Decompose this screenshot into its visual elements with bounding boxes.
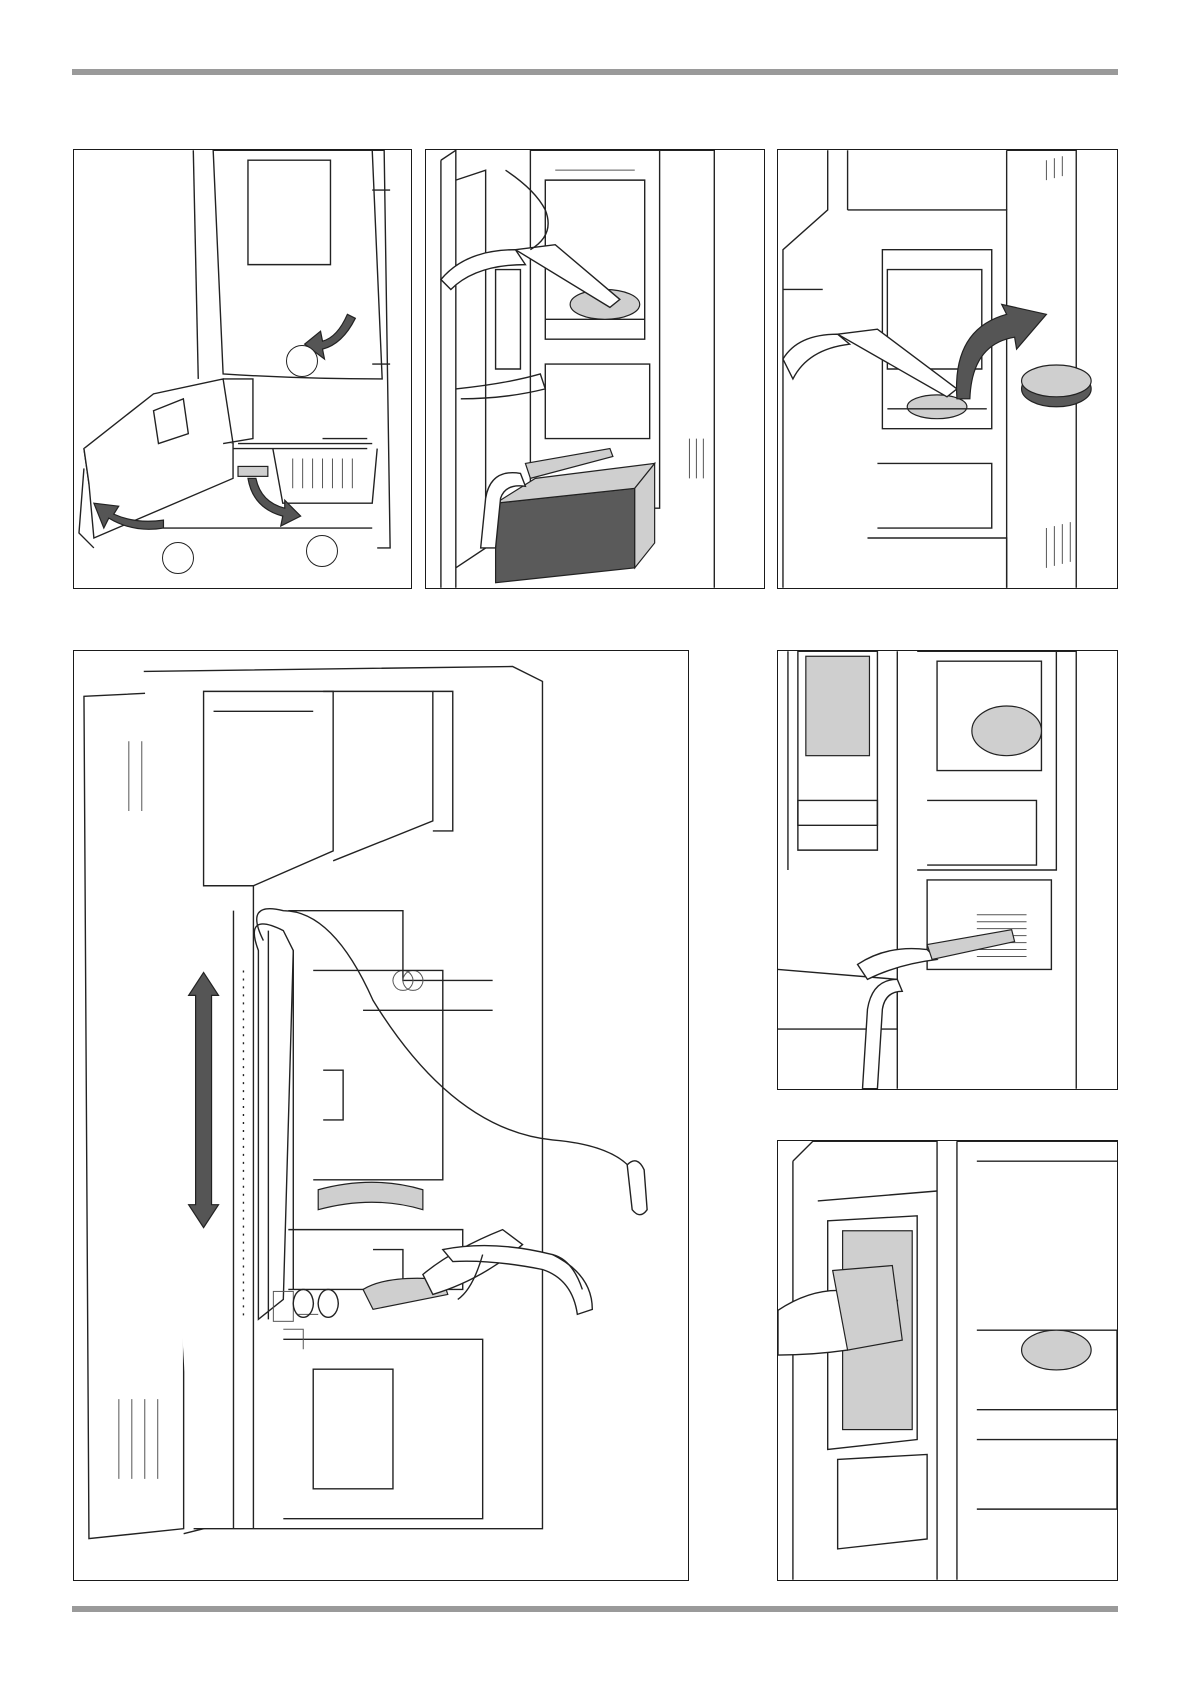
callout-1 [286, 345, 318, 377]
callout-3 [306, 535, 338, 567]
figure-6-clean-glass [777, 1140, 1118, 1581]
figure-5-drawing [778, 651, 1117, 1089]
top-rule [72, 69, 1118, 75]
figure-1-drawing [74, 150, 411, 588]
figure-1-door-opening [73, 149, 412, 589]
figure-5-clean-lower-grille [777, 650, 1118, 1090]
callout-2 [162, 542, 194, 574]
bottom-rule [72, 1606, 1118, 1612]
figure-3-remove-burn-pot [777, 149, 1118, 589]
figure-6-drawing [778, 1141, 1117, 1580]
figure-4-clean-side-channel [73, 650, 689, 1581]
figure-3-drawing [778, 150, 1117, 588]
figure-4-drawing [74, 651, 688, 1580]
figure-2-drawing [426, 150, 764, 588]
figure-2-vacuum-firebox [425, 149, 765, 589]
